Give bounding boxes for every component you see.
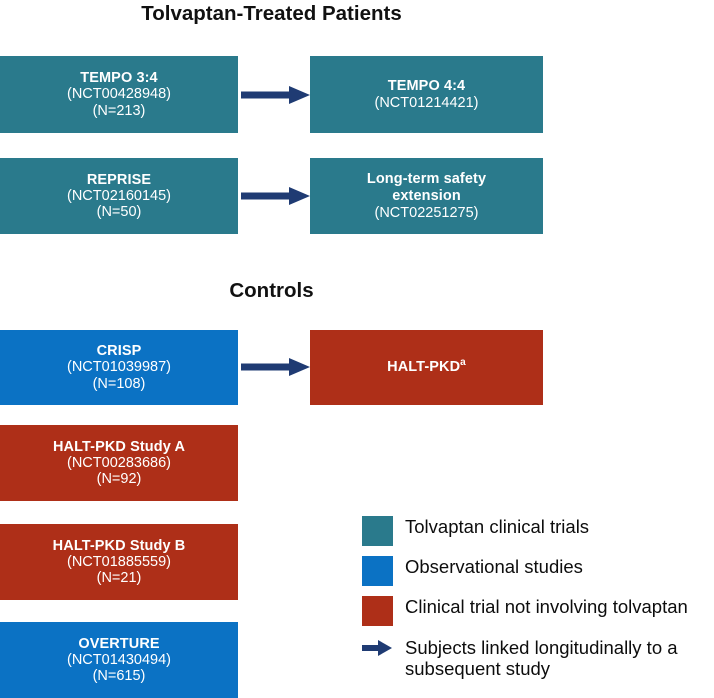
arrow-reprise-to-lt-safety [241, 185, 311, 207]
node-title-text: HALT-PKD [387, 359, 461, 376]
node-reprise[interactable]: REPRISE (NCT02160145) (N=50) [0, 158, 238, 234]
legend-arrow-icon [362, 637, 393, 659]
legend-item-observational-studies: Observational studies [362, 556, 583, 586]
legend-swatch-teal [362, 516, 393, 546]
node-title: Long-term safety extension [366, 171, 487, 204]
footnote-marker: a [460, 357, 466, 369]
node-title: OVERTURE [78, 635, 160, 652]
section-title-controls: Controls [229, 279, 314, 302]
legend-item-longitudinal-link: Subjects linked longitudinally to a subs… [362, 637, 678, 680]
node-tempo-4-4[interactable]: TEMPO 4:4 (NCT01214421) [310, 56, 543, 133]
legend-swatch-red [362, 596, 393, 626]
node-sample-size: (N=213) [92, 102, 146, 119]
legend-label: Subjects linked longitudinally to a subs… [405, 637, 678, 680]
node-nct: (NCT01430494) [67, 651, 171, 668]
legend-label: Tolvaptan clinical trials [405, 516, 590, 537]
node-nct: (NCT01214421) [374, 94, 479, 111]
node-sample-size: (N=615) [92, 668, 146, 685]
legend-item-tolvaptan-clinical-trials: Tolvaptan clinical trials [362, 516, 589, 546]
node-title: REPRISE [86, 171, 152, 188]
node-overture[interactable]: OVERTURE (NCT01430494) (N=615) [0, 622, 238, 698]
node-nct: (NCT00283686) [67, 454, 171, 471]
node-sample-size: (N=92) [96, 471, 142, 488]
node-nct: (NCT01885559) [67, 553, 171, 570]
node-title: HALT-PKDa [387, 357, 466, 376]
node-halt-pkd-study-a[interactable]: HALT-PKD Study A (NCT00283686) (N=92) [0, 425, 238, 501]
legend-label: Observational studies [405, 556, 583, 577]
node-title: TEMPO 3:4 [80, 70, 158, 87]
node-halt-pkd-study-b[interactable]: HALT-PKD Study B (NCT01885559) (N=21) [0, 524, 238, 600]
section-title-tolvaptan: Tolvaptan-Treated Patients [141, 2, 402, 25]
arrow-tempo34-to-tempo44 [241, 84, 311, 106]
node-crisp[interactable]: CRISP (NCT01039987) (N=108) [0, 330, 238, 405]
node-halt-pkd[interactable]: HALT-PKDa [310, 330, 543, 405]
legend-item-non-tolvaptan-clinical-trial: Clinical trial not involving tolvaptan [362, 596, 688, 626]
node-nct: (NCT02160145) [67, 187, 171, 204]
node-title: TEMPO 4:4 [387, 78, 466, 95]
legend: Tolvaptan clinical trials Observational … [362, 516, 714, 686]
node-title: CRISP [96, 343, 142, 360]
legend-swatch-blue [362, 556, 393, 586]
node-tempo-3-4[interactable]: TEMPO 3:4 (NCT00428948) (N=213) [0, 56, 238, 133]
node-sample-size: (N=21) [96, 570, 142, 587]
node-sample-size: (N=50) [96, 204, 142, 221]
node-nct: (NCT01039987) [67, 359, 171, 376]
node-sample-size: (N=108) [92, 375, 146, 392]
node-title: HALT-PKD Study A [52, 438, 186, 455]
node-title: HALT-PKD Study B [52, 537, 186, 554]
arrow-crisp-to-haltpkd [241, 356, 311, 378]
node-nct: (NCT02251275) [374, 204, 479, 221]
node-long-term-safety-extension[interactable]: Long-term safety extension (NCT02251275) [310, 158, 543, 234]
node-nct: (NCT00428948) [67, 86, 171, 103]
legend-label: Clinical trial not involving tolvaptan [405, 596, 688, 617]
